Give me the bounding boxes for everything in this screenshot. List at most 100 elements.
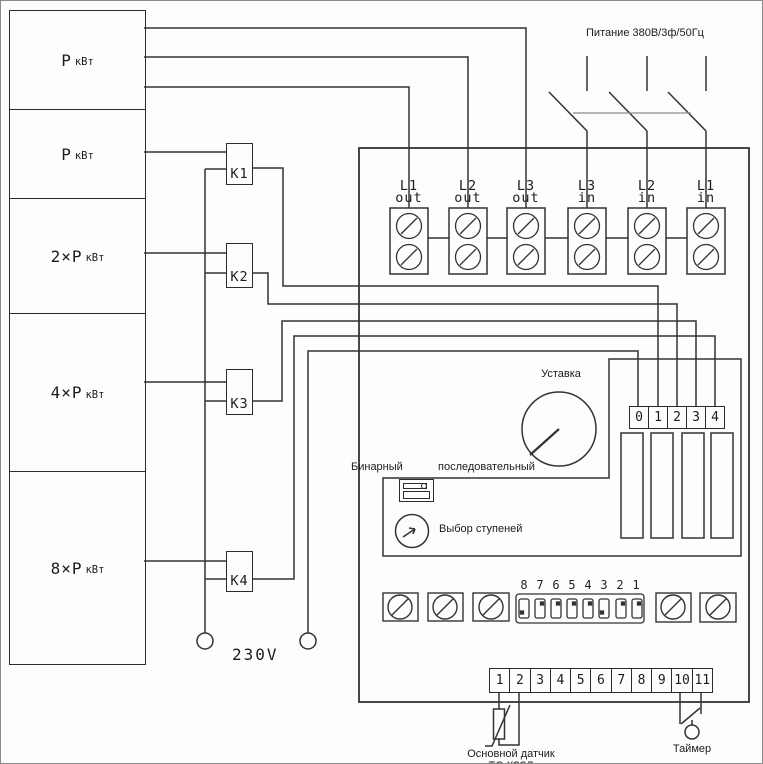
output-module (681, 432, 705, 539)
wire (144, 86, 410, 148)
screw-slot-icon (400, 248, 418, 266)
relay-label: K1 (230, 166, 249, 182)
terminal-block (389, 207, 429, 275)
terminal-block (627, 207, 667, 275)
wire (251, 335, 716, 580)
load-label: Р (61, 50, 72, 70)
screw-slot-icon (638, 248, 656, 266)
dip-switch (518, 598, 530, 619)
dip-number-row: 8 7 6 5 4 3 2 1 (516, 578, 644, 592)
terminal-label-l2-out: L2 out (440, 180, 496, 206)
output-module (650, 432, 674, 539)
dip-knob (571, 601, 577, 606)
screw-slot-icon (436, 598, 454, 616)
dip-switch (631, 598, 643, 619)
terminal-blocks (389, 207, 726, 275)
screw-icon (387, 594, 413, 620)
screw-icon (432, 594, 458, 620)
terminal-label-l3-in: L3 in (559, 180, 615, 206)
dip-switch (534, 598, 546, 619)
load-unit: кВт (74, 56, 94, 68)
supply-title: Питание 380В/3ф/50Гц (586, 27, 704, 39)
screw-icon (512, 243, 540, 271)
screw-icon (692, 212, 720, 240)
breaker-switch (548, 56, 707, 148)
screw-icon (454, 243, 482, 271)
timer-symbol (679, 693, 702, 740)
screw-slot-icon (697, 248, 715, 266)
direction: in (577, 189, 597, 206)
relay-k1: K1 (226, 143, 253, 185)
screw-icon (454, 212, 482, 240)
load-block-4: 4×Р кВт (10, 314, 145, 472)
control-section-box (382, 358, 742, 557)
screw-icon (633, 212, 661, 240)
controller-box (358, 147, 750, 703)
mode-slide-switch (399, 479, 434, 502)
load-block-1: Р кВт (10, 11, 145, 110)
terminal-cell: 11 (691, 669, 712, 692)
supply-230v-terminal (196, 632, 214, 650)
wire (251, 320, 697, 406)
screw-terminal (655, 592, 692, 623)
direction: out (512, 189, 540, 206)
load-label: Р (61, 144, 72, 164)
dip-block-outline (515, 593, 645, 624)
terminal-cell: 9 (651, 669, 671, 692)
terminal-label-l3-out: L3 out (498, 180, 554, 206)
terminal-cell: 2 (509, 669, 529, 692)
wire (251, 272, 678, 406)
switch-slot (403, 491, 430, 499)
screw-slot-icon (697, 217, 715, 235)
dial-circle (521, 391, 597, 467)
dip-number: 4 (584, 578, 592, 592)
step-selector-rotary (394, 513, 430, 549)
timer-label: Таймер (672, 743, 712, 755)
relay-label: K2 (230, 269, 249, 285)
step-output-cell: 3 (686, 407, 705, 428)
dip-number: 3 (600, 578, 608, 592)
wire (307, 350, 639, 633)
terminal-cell: 3 (529, 669, 550, 692)
relay-k3: K3 (226, 369, 253, 415)
dip-knob (620, 601, 626, 606)
dip-knob (539, 601, 545, 606)
screw-icon (395, 243, 423, 271)
screw-slot-icon (400, 217, 418, 235)
setpoint-label: Уставка (541, 368, 581, 380)
direction: out (395, 189, 423, 206)
screw-slot-icon (664, 598, 682, 616)
screw-icon (573, 243, 601, 271)
screw-slot-icon (459, 248, 477, 266)
phase: L2 (637, 178, 657, 194)
breaker-blade (667, 91, 707, 132)
load-label: 2×Р (50, 246, 83, 266)
screw-icon (478, 594, 504, 620)
terminal-label-l1-in: L1 in (678, 180, 734, 206)
relay-wiring (144, 151, 716, 650)
screw-icon (512, 212, 540, 240)
load-block-3: 2×Р кВт (10, 199, 145, 314)
dip-switch (598, 598, 610, 619)
direction: out (454, 189, 482, 206)
dip-switch (615, 598, 627, 619)
dip-knob (519, 610, 525, 615)
load-unit: кВт (85, 252, 105, 264)
terminal-cell: 1 (495, 673, 504, 688)
wire (144, 27, 527, 148)
dip-knob (599, 610, 605, 615)
terminal-block (567, 207, 607, 275)
screw-slot-icon (482, 598, 500, 616)
wire (144, 56, 469, 148)
setpoint-dial (521, 391, 597, 467)
dip-knob (555, 601, 561, 606)
breaker-blade (608, 91, 648, 132)
load1-phase-wires (144, 27, 527, 148)
relay-label: K4 (230, 573, 249, 589)
relay-k4: K4 (226, 551, 253, 592)
load-bank-column: Р кВт Р кВт 2×Р кВт 4×Р кВт 8×Р кВт (9, 10, 146, 665)
step-output-strip: 0 1 2 3 4 (629, 406, 725, 429)
direction: in (696, 189, 716, 206)
screw-icon (692, 243, 720, 271)
